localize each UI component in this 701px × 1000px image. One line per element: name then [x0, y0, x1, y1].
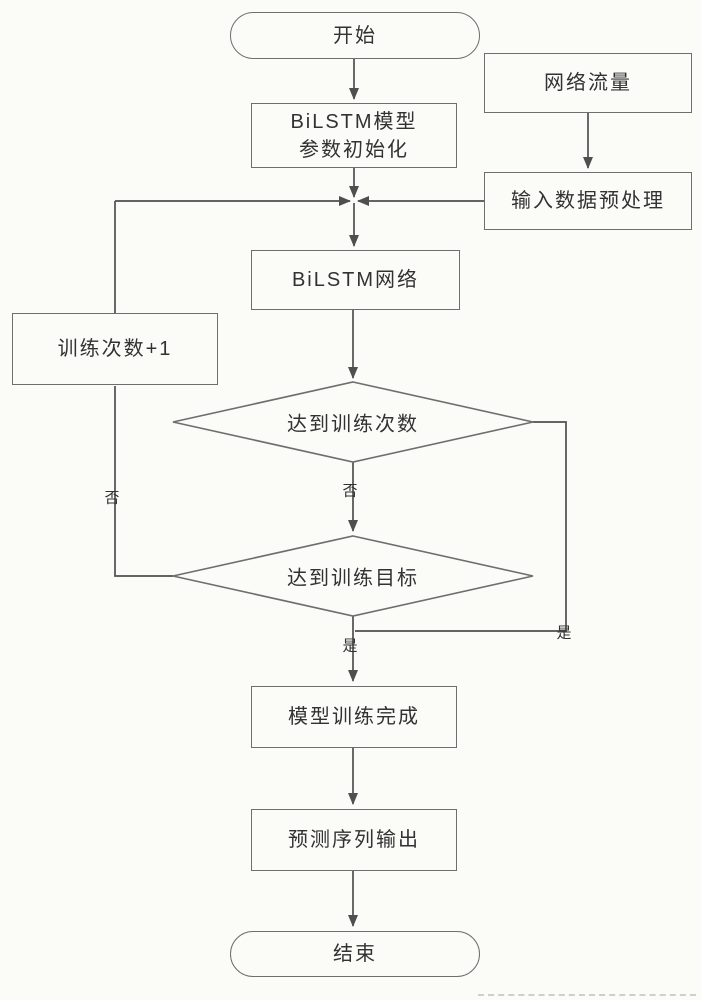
- node-start: 开始: [230, 12, 480, 59]
- node-training-complete-label: 模型训练完成: [288, 706, 420, 728]
- node-preprocess-label: 输入数据预处理: [511, 190, 665, 212]
- node-prediction-output: 预测序列输出: [251, 809, 457, 871]
- node-end-label: 结束: [333, 943, 377, 965]
- node-increment-counter: 训练次数+1: [12, 313, 218, 385]
- node-network-traffic: 网络流量: [484, 53, 692, 113]
- decision-check-epochs-label: 达到训练次数: [287, 413, 419, 436]
- node-preprocess: 输入数据预处理: [484, 172, 692, 230]
- node-start-label: 开始: [333, 24, 377, 47]
- edge-label-epochs-no: 否: [342, 482, 358, 500]
- node-init-params-line1: BiLSTM模型: [290, 110, 418, 133]
- node-training-complete: 模型训练完成: [251, 686, 457, 748]
- node-end: 结束: [230, 931, 480, 977]
- node-init-params-line2: 参数初始化: [299, 138, 409, 161]
- edge-label-target-yes: 是: [342, 637, 358, 655]
- edge-label-target-no: 否: [104, 489, 120, 507]
- node-increment-counter-label: 训练次数+1: [57, 338, 173, 360]
- decision-check-target-label: 达到训练目标: [287, 567, 419, 590]
- node-bilstm-network-label: BiLSTM网络: [291, 269, 420, 291]
- node-init-params: BiLSTM模型 参数初始化: [251, 103, 457, 168]
- edge-label-epochs-yes: 是: [556, 624, 572, 642]
- decision-check-epochs-shape: [172, 381, 534, 463]
- node-bilstm-network: BiLSTM网络: [251, 250, 460, 310]
- decision-check-target-shape: [172, 535, 534, 617]
- node-prediction-output-label: 预测序列输出: [288, 829, 420, 851]
- node-network-traffic-label: 网络流量: [544, 72, 632, 94]
- edge-check-epochs-yes-path: [355, 421, 567, 632]
- edge-check-target-to-increment: [114, 386, 173, 577]
- scan-artifact-line: [478, 994, 696, 996]
